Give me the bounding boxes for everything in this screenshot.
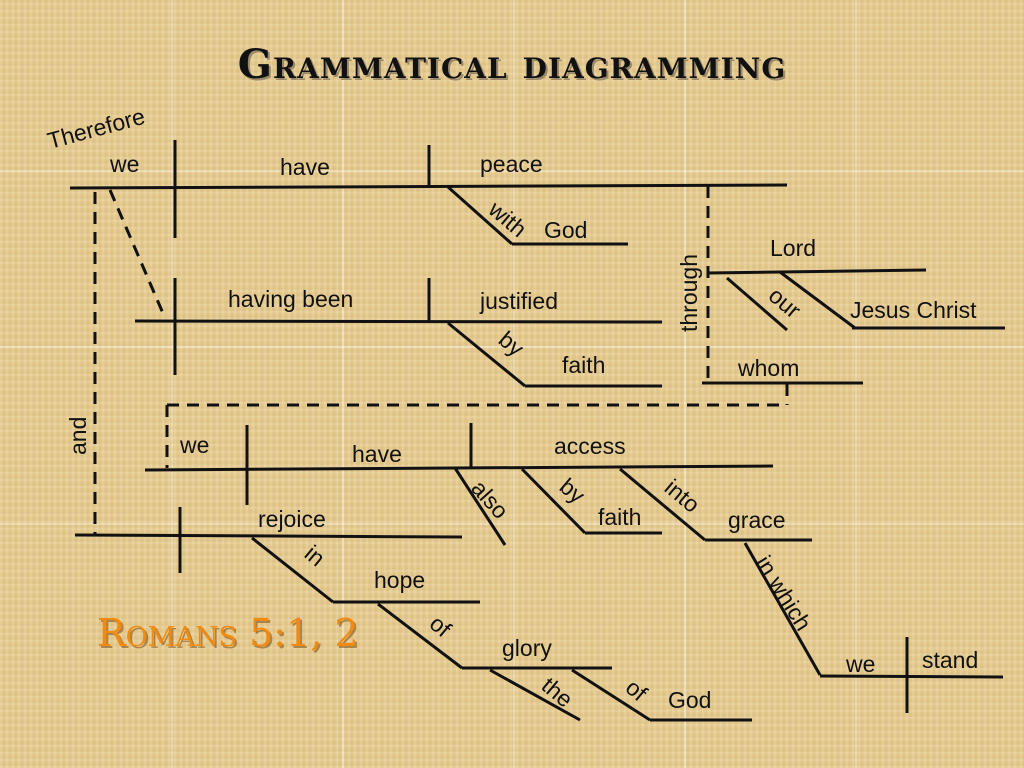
word-by-1: by — [494, 326, 530, 362]
word-in: in — [300, 540, 330, 571]
word-through: through — [676, 254, 702, 332]
word-whom: whom — [737, 355, 799, 381]
baseline-access-clause — [144, 464, 774, 472]
word-and: and — [65, 417, 91, 455]
word-peace: peace — [480, 151, 543, 177]
word-the: the — [537, 672, 578, 712]
slant-with — [447, 185, 513, 246]
slant-by-1 — [447, 321, 526, 388]
word-we-2: we — [179, 432, 209, 458]
word-lord: Lord — [770, 235, 816, 261]
word-god-1: God — [544, 217, 587, 243]
word-stand: stand — [922, 647, 978, 673]
word-with: with — [483, 195, 532, 242]
word-therefore: Therefore — [45, 103, 148, 154]
baseline-participle — [134, 319, 663, 324]
word-also: also — [466, 475, 514, 524]
word-glory: glory — [502, 635, 552, 661]
scripture-reference-shadow: Romans 5:1, 2 — [99, 613, 361, 657]
word-jesus-christ: Jesus Christ — [850, 297, 977, 323]
word-grace: grace — [728, 507, 786, 533]
word-have-1: have — [280, 154, 330, 180]
word-faith-1: faith — [562, 352, 605, 378]
dashed-participle-connector — [108, 189, 167, 319]
word-hope: hope — [374, 567, 425, 593]
word-of-1: of — [425, 610, 457, 643]
word-have-2: have — [352, 441, 402, 467]
word-in-which: in which — [751, 551, 817, 635]
word-we-3: we — [845, 651, 875, 677]
slant-also — [453, 467, 507, 546]
word-of-2: of — [621, 674, 653, 707]
baseline-main-clause — [69, 183, 788, 190]
slant-of-2 — [571, 668, 651, 722]
word-having-been: having been — [228, 286, 353, 312]
word-into: into — [660, 474, 705, 518]
line-lord — [707, 268, 927, 275]
baseline-stand-clause — [819, 674, 1004, 679]
slant-our — [726, 276, 788, 332]
slant-the — [489, 668, 581, 722]
word-by-2: by — [555, 473, 591, 509]
word-justified: justified — [479, 288, 558, 314]
word-we-1: we — [109, 151, 139, 177]
slant-in-which — [743, 542, 822, 676]
word-rejoice: rejoice — [258, 506, 326, 532]
baseline-rejoice-clause — [74, 533, 463, 539]
slant-jesus-christ — [779, 270, 856, 330]
word-access: access — [554, 433, 626, 459]
word-god-2: God — [668, 687, 711, 713]
scripture-reference: Romans 5:1, 2 — [97, 611, 359, 655]
slide-title-shadow: Grammatical diagramming — [240, 43, 789, 90]
word-faith-2: faith — [598, 504, 641, 530]
slant-of-1 — [377, 602, 463, 670]
slide-title: Grammatical diagramming — [238, 41, 787, 88]
slant-into — [619, 467, 706, 542]
slant-by-2 — [520, 467, 587, 535]
slant-in — [251, 536, 334, 604]
